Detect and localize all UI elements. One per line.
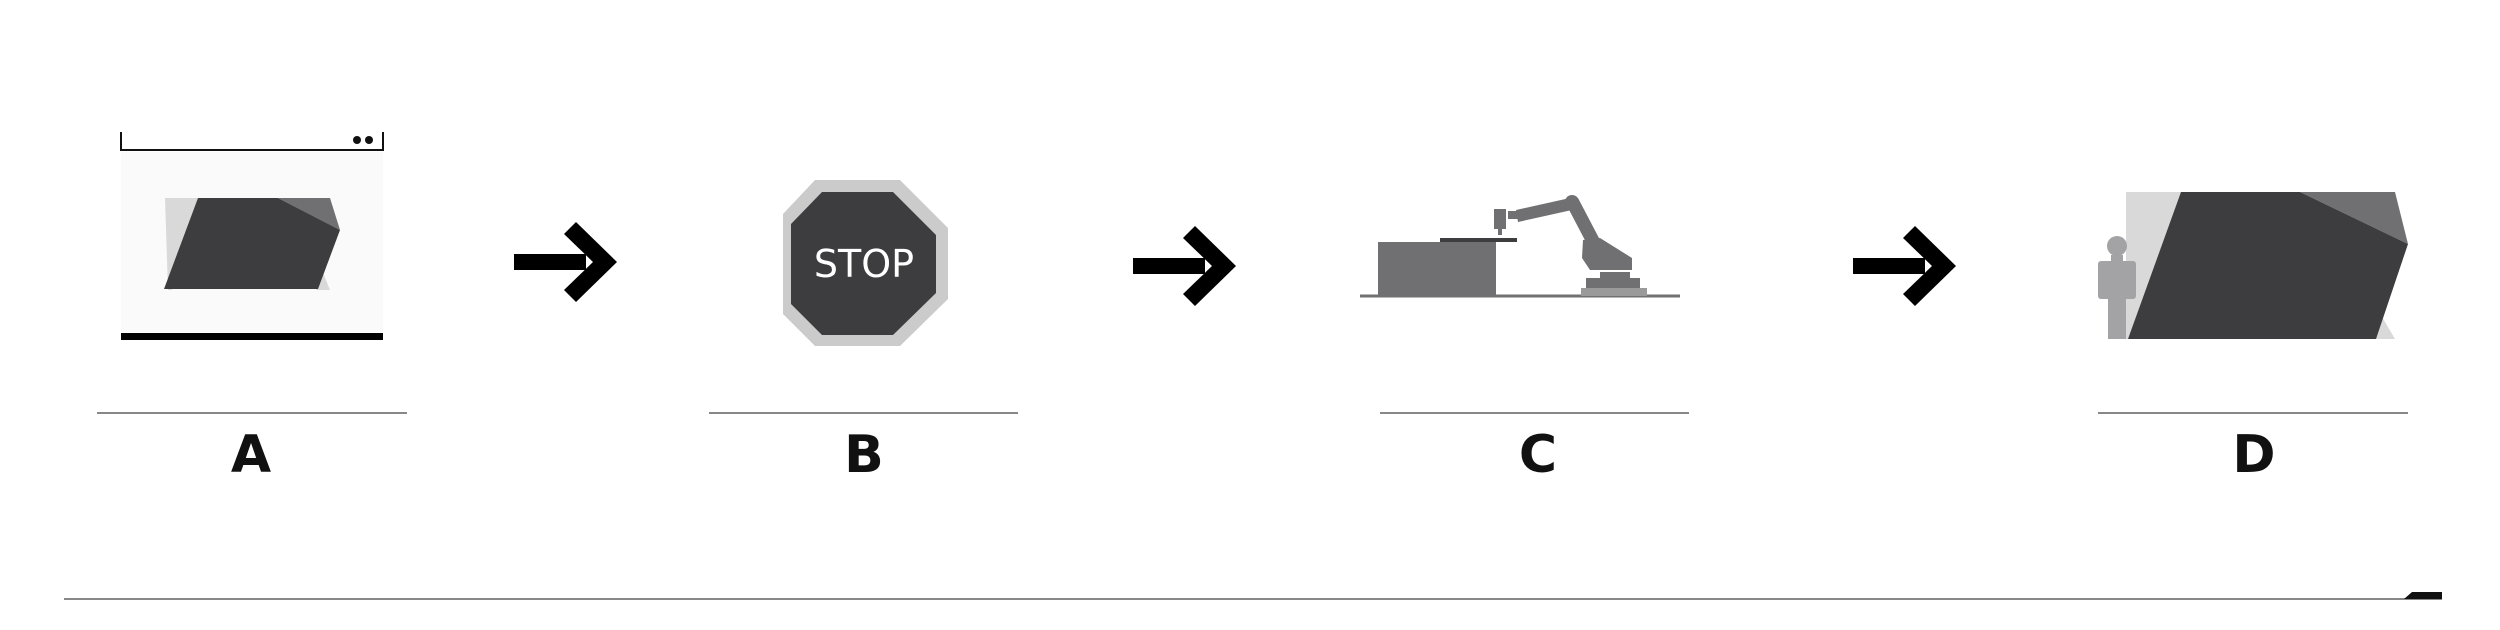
- stop-sign-icon: STOP: [783, 180, 948, 346]
- robot-arm-icon: [1360, 195, 1680, 298]
- arrow-right-icon: [514, 222, 617, 302]
- step-label-c: C: [1518, 425, 1558, 485]
- arrow-right-icon: [1853, 226, 1956, 306]
- footer-mark: [2404, 592, 2442, 599]
- stop-sign-text: STOP: [814, 242, 914, 286]
- arrow-right-icon: [1133, 226, 1236, 306]
- person-with-panel-icon: [2098, 192, 2408, 339]
- step-label-b: B: [844, 425, 884, 485]
- camera-frame-icon: [120, 132, 384, 340]
- step-label-a: A: [230, 425, 272, 485]
- step-label-d: D: [2232, 425, 2276, 485]
- person-icon: [2098, 236, 2136, 339]
